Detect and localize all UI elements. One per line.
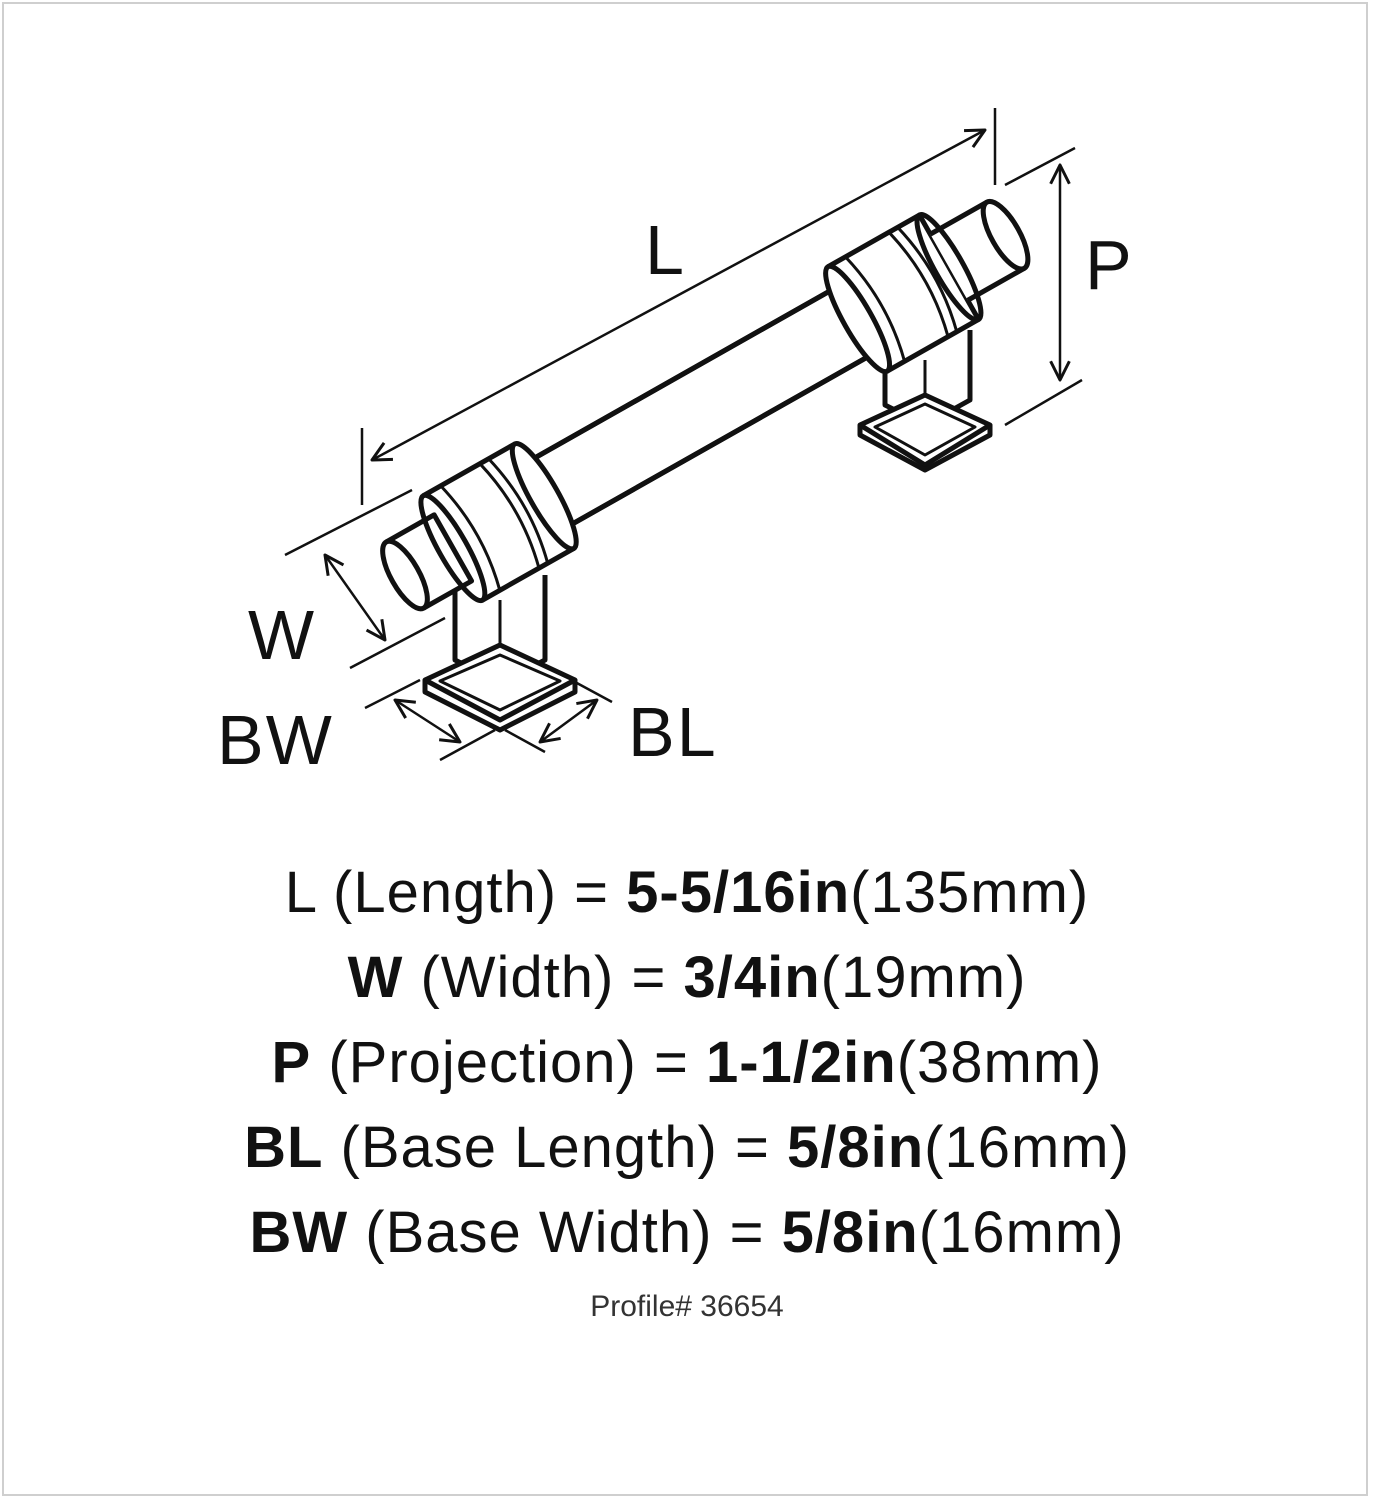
spec-desc: (Base Length) = xyxy=(340,1115,787,1180)
spec-list: L (Length) = 5-5/16in(135mm) W (Width) =… xyxy=(0,850,1374,1275)
spec-projection: P (Projection) = 1-1/2in(38mm) xyxy=(0,1020,1374,1105)
spec-metric: (135mm) xyxy=(850,860,1090,925)
dimension-lines xyxy=(284,108,1083,762)
label-width: W xyxy=(248,596,317,674)
width-dimension xyxy=(323,553,387,642)
spec-imperial: 3/4in xyxy=(683,945,821,1010)
spec-key: L xyxy=(284,860,316,925)
label-projection: P xyxy=(1085,226,1134,304)
spec-base-width: BW (Base Width) = 5/8in(16mm) xyxy=(0,1190,1374,1275)
spec-desc: (Base Width) = xyxy=(365,1200,782,1265)
spec-key: W xyxy=(347,945,404,1010)
left-post xyxy=(422,575,578,733)
label-length: L xyxy=(645,211,686,289)
length-dimension xyxy=(370,128,987,462)
handle-pull-drawing xyxy=(284,108,1083,762)
spec-base-length: BL (Base Length) = 5/8in(16mm) xyxy=(0,1105,1374,1190)
spec-metric: (16mm) xyxy=(924,1115,1130,1180)
spec-key: BL xyxy=(244,1115,324,1180)
spec-imperial: 5/8in xyxy=(786,1115,925,1180)
spec-imperial: 5-5/16in xyxy=(626,860,851,925)
spec-key: BW xyxy=(249,1200,349,1265)
spec-metric: (38mm) xyxy=(896,1030,1103,1095)
profile-number: Profile# 36654 xyxy=(590,1290,784,1323)
label-base-width: BW xyxy=(217,701,334,779)
spec-key: P xyxy=(271,1030,312,1095)
spec-imperial: 1-1/2in xyxy=(705,1030,897,1095)
spec-desc: (Projection) = xyxy=(328,1030,706,1095)
spec-desc: (Width) = xyxy=(420,945,684,1010)
spec-metric: (19mm) xyxy=(820,945,1027,1010)
spec-length: L (Length) = 5-5/16in(135mm) xyxy=(0,850,1374,935)
spec-imperial: 5/8in xyxy=(781,1200,919,1265)
base-width-dimension xyxy=(393,698,462,744)
base-length-dimension xyxy=(538,698,599,744)
spec-width: W (Width) = 3/4in(19mm) xyxy=(0,935,1374,1020)
spec-desc: (Length) = xyxy=(333,860,627,925)
label-base-length: BL xyxy=(628,693,718,771)
spec-metric: (16mm) xyxy=(918,1200,1125,1265)
